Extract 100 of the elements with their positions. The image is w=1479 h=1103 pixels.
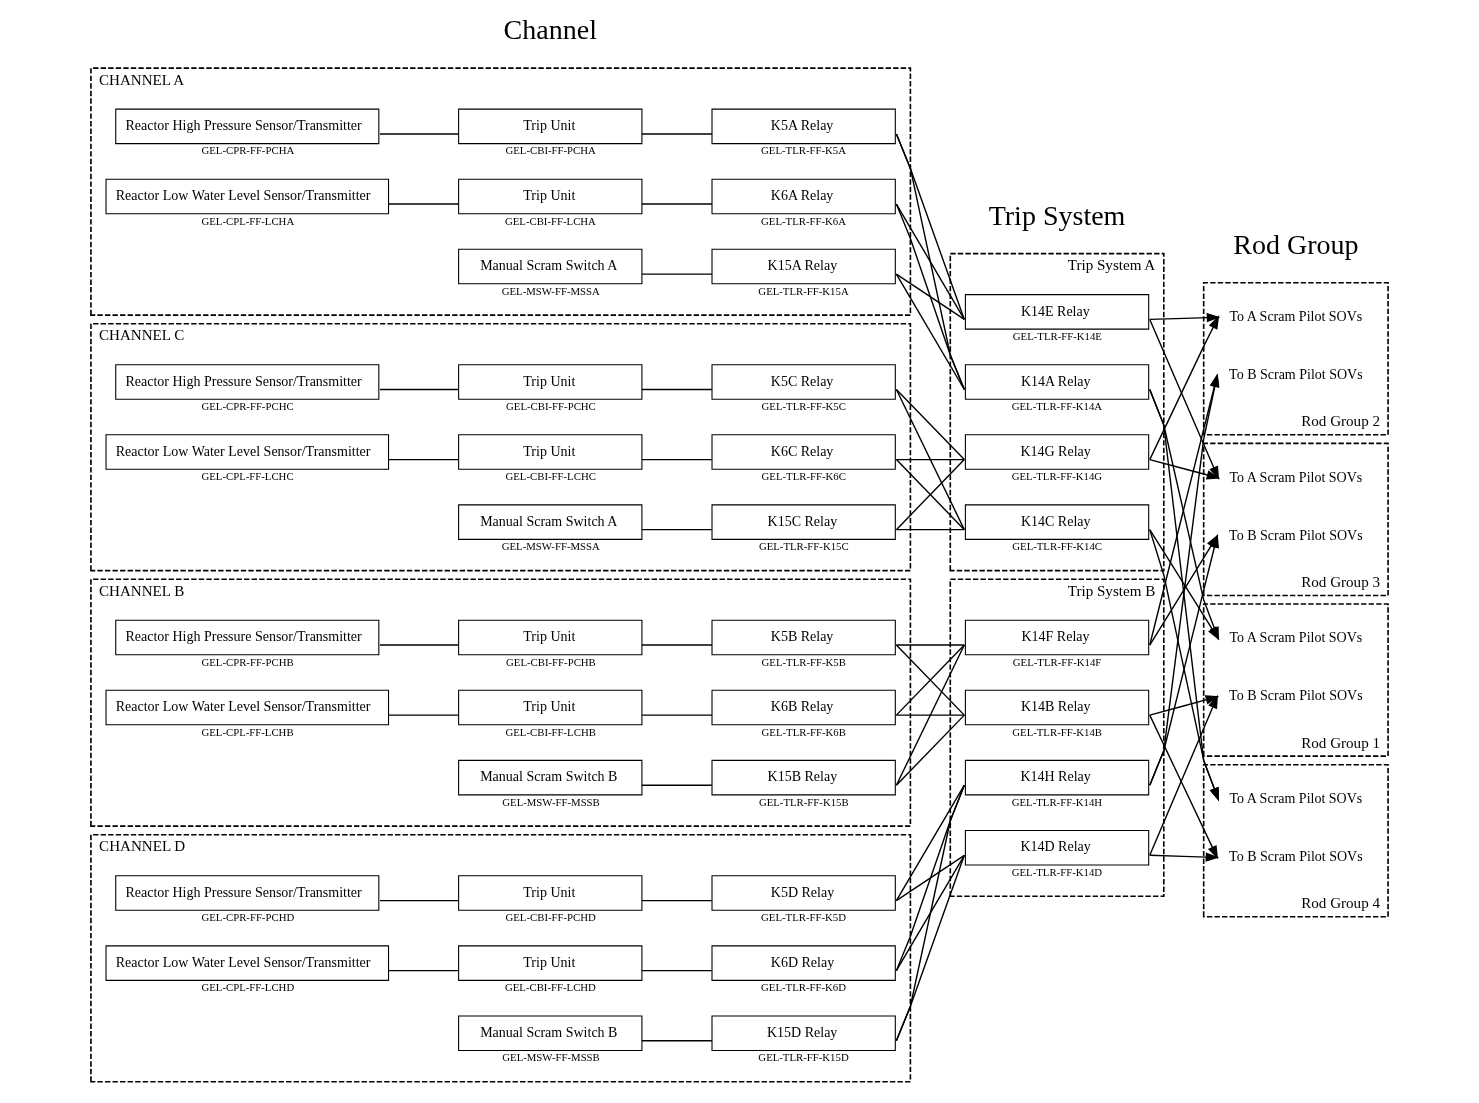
node-label: GEL-CPR-FF-PCHA: [201, 144, 295, 157]
node-box: K14E Relay: [964, 294, 1150, 330]
node-label: GEL-TLR-FF-K15C: [758, 540, 849, 553]
connector: [387, 458, 460, 461]
node-box: Trip Unit: [458, 364, 643, 400]
node-label: GEL-TLR-FF-K6B: [761, 725, 846, 738]
node-label: GEL-TLR-FF-K15B: [758, 795, 849, 808]
node-box: K14F Relay: [964, 619, 1150, 656]
node-text: To A Scram Pilot SOVs: [1229, 630, 1363, 646]
node-text: To A Scram Pilot SOVs: [1229, 790, 1363, 806]
node-label: GEL-CPR-FF-PCHD: [201, 911, 295, 924]
node-text: To A Scram Pilot SOVs: [1229, 469, 1363, 485]
node-box: Trip Unit: [458, 108, 643, 145]
node-box: Reactor Low Water Level Sensor/Transmitter: [105, 178, 390, 215]
node-label: GEL-TLR-FF-K6A: [761, 214, 846, 227]
label: Rod Group: [1233, 228, 1359, 260]
connector: [641, 899, 713, 902]
node-box: Trip Unit: [458, 689, 643, 726]
connector: [641, 203, 713, 205]
node-label: GEL-CBI-FF-LCHD: [504, 981, 596, 994]
node-label: GEL-CPL-FF-LCHA: [201, 214, 295, 227]
node-box: K15C Relay: [711, 504, 896, 540]
node-label: GEL-TLR-FF-K15A: [758, 284, 849, 297]
node-label: GEL-TLR-FF-K14H: [1011, 795, 1103, 808]
node-label: GEL-TLR-FF-K6C: [761, 470, 846, 483]
connector: [895, 203, 965, 321]
connector: [387, 714, 460, 716]
node-box: K15A Relay: [711, 248, 896, 285]
node-label: GEL-TLR-FF-K14G: [1011, 470, 1103, 483]
node-label: GEL-CBI-FF-PCHD: [505, 911, 596, 924]
node-label: GEL-TLR-FF-K5A: [761, 144, 846, 157]
connector: [379, 388, 460, 391]
connector: [895, 133, 965, 391]
connector: [895, 644, 965, 646]
node-box: Reactor Low Water Level Sensor/Transmitter: [105, 689, 390, 726]
node-label: GEL-TLR-FF-K14E: [1012, 329, 1102, 342]
connector: [641, 644, 713, 646]
node-label: GEL-MSW-FF-MSSB: [502, 1051, 600, 1064]
node-label: GEL-CPR-FF-PCHC: [201, 399, 294, 412]
arrow: [1149, 458, 1221, 480]
connector: [641, 388, 713, 391]
node-box: Trip Unit: [458, 434, 643, 470]
connector: [895, 644, 965, 786]
arrow: [1149, 694, 1218, 856]
node-box: K6C Relay: [711, 434, 896, 470]
node-label: GEL-CBI-FF-LCHC: [505, 470, 596, 483]
connector: [895, 458, 965, 531]
arrow: [1149, 695, 1220, 716]
node-label: GEL-TLR-FF-K15D: [758, 1051, 849, 1064]
node-box: K5D Relay: [711, 875, 896, 911]
node-label: GEL-CPR-FF-PCHB: [201, 655, 294, 668]
node-label: GEL-TLR-FF-K5C: [761, 399, 846, 412]
arrow: [1149, 312, 1221, 323]
node-box: K6B Relay: [711, 689, 896, 726]
connector: [895, 388, 965, 531]
connector: [641, 458, 713, 461]
node-box: K14A Relay: [964, 364, 1150, 400]
node-label: GEL-CBI-FF-PCHB: [506, 655, 596, 668]
connector: [379, 133, 460, 135]
connector: [641, 714, 713, 716]
connector: [895, 714, 965, 716]
node-label: GEL-CBI-FF-LCHB: [505, 725, 596, 738]
connector: [387, 203, 460, 205]
connector: [895, 458, 965, 461]
node-label: GEL-CPL-FF-LCHC: [201, 470, 294, 483]
node-box: Trip Unit: [458, 178, 643, 215]
label: Channel: [503, 14, 597, 46]
node-box: K5C Relay: [711, 364, 896, 400]
node-box: Trip Unit: [458, 875, 643, 911]
node-box: K14D Relay: [964, 829, 1150, 866]
connector: [641, 969, 713, 972]
node-label: GEL-TLR-FF-K14D: [1011, 865, 1103, 878]
connector: [641, 133, 713, 135]
connector: [379, 644, 460, 646]
connector: [895, 273, 965, 321]
node-label: GEL-MSW-FF-MSSB: [502, 795, 600, 808]
node-label: GEL-TLR-FF-K5B: [761, 655, 846, 668]
connector: [895, 784, 965, 902]
node-text: To B Scram Pilot SOVs: [1229, 367, 1363, 383]
connector: [641, 1040, 713, 1042]
node-label: GEL-TLR-FF-K14C: [1012, 540, 1103, 553]
node-box: K6A Relay: [711, 178, 896, 215]
connector: [895, 784, 965, 972]
connector: [895, 854, 965, 902]
node-box: Manual Scram Switch A: [458, 504, 643, 540]
node-box: Reactor High Pressure Sensor/Transmitter: [115, 108, 380, 145]
node-box: K15D Relay: [711, 1015, 896, 1051]
node-box: K14G Relay: [964, 434, 1150, 470]
node-box: K14C Relay: [964, 504, 1150, 540]
node-box: Trip Unit: [458, 945, 643, 981]
connector: [641, 784, 713, 786]
connector: [895, 388, 965, 461]
node-text: To B Scram Pilot SOVs: [1229, 849, 1363, 865]
label: Trip System: [988, 199, 1126, 231]
node-label: GEL-CPL-FF-LCHD: [201, 981, 295, 994]
node-label: GEL-MSW-FF-MSSA: [501, 284, 600, 297]
node-label: GEL-CBI-FF-PCHC: [506, 399, 596, 412]
node-box: Manual Scram Switch B: [458, 759, 643, 796]
connector: [895, 203, 965, 391]
node-box: K14H Relay: [964, 759, 1150, 796]
